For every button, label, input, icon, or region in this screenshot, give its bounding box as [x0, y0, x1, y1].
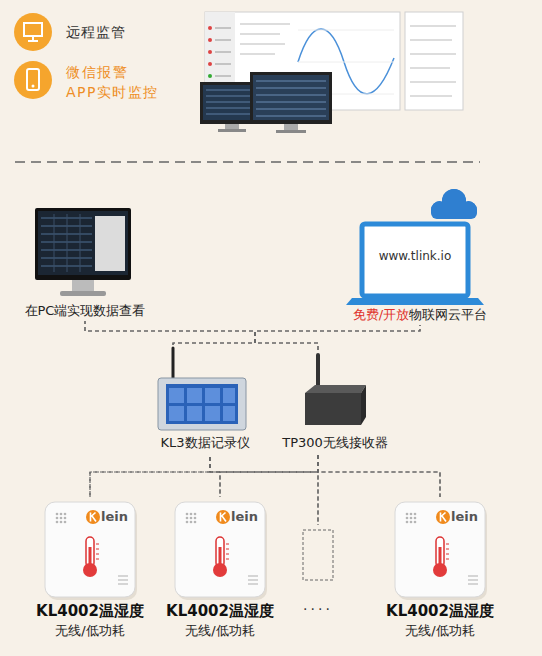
node-text: 物联网云平台	[409, 307, 487, 322]
text-row: KL4002温湿度	[155, 602, 285, 620]
device-node: KL3数据记录仪	[140, 345, 270, 457]
node-text: 无线/低功耗	[185, 623, 254, 638]
monitor-screen	[253, 75, 329, 120]
text-row: KL4002温湿度	[25, 602, 155, 620]
dashed-connector	[90, 455, 318, 497]
monitor-icon	[24, 23, 42, 36]
node-text: KL4002温湿度	[166, 602, 274, 620]
dashed-connector	[90, 457, 210, 497]
node-text: lein	[101, 509, 128, 524]
dashed-connector	[173, 325, 420, 345]
text-row: ····	[288, 601, 348, 618]
pc-monitor-frame	[35, 208, 131, 280]
device-node: ····	[288, 525, 348, 620]
software-rows	[240, 24, 290, 54]
pc-monitor-screen	[38, 211, 128, 275]
node-text: KL3数据记录仪	[160, 435, 249, 450]
dashed-connector	[210, 457, 220, 497]
device-node: leinKL4002温湿度无线/低功耗	[25, 497, 155, 647]
pc-monitor-stand	[72, 280, 94, 292]
monitor-stand	[284, 124, 298, 131]
text-row: lein	[101, 509, 151, 525]
node-text: 无线/低功耗	[405, 623, 474, 638]
phone-icon-button	[32, 85, 35, 88]
device-node: leinKL4002温湿度无线/低功耗	[155, 497, 285, 647]
dashed-connector	[210, 457, 440, 497]
antenna	[172, 348, 175, 382]
node-text: TP300无线接收器	[282, 435, 388, 450]
monitor-icon-stand	[28, 36, 38, 41]
cloud-icon	[431, 189, 477, 219]
node-text: 无线/低功耗	[55, 623, 124, 638]
text-row: 无线/低功耗	[375, 623, 505, 639]
pc-monitor-base	[60, 291, 106, 296]
device-node: www.tlink.io 免费/开放物联网云平台	[340, 188, 500, 325]
logger-screen	[166, 384, 238, 424]
text-row: 在PC端实现数据查看	[15, 303, 155, 319]
node-text: 在PC端实现数据查看	[25, 303, 146, 318]
node-text: KL4002温湿度	[386, 602, 494, 620]
dashed-connector	[85, 321, 318, 350]
dashed-connector	[220, 455, 318, 497]
sidebar-items	[208, 26, 231, 90]
cloud-icon	[430, 188, 478, 220]
icon-circle	[14, 13, 52, 51]
text-row: lein	[231, 509, 281, 525]
sensor-device	[175, 502, 267, 600]
text-row: 免费/开放物联网云平台	[340, 307, 500, 323]
node-text: 免费/开放	[353, 307, 409, 322]
icon-circle	[14, 61, 52, 99]
receiver-side	[361, 385, 366, 425]
mobile-window	[405, 12, 463, 110]
text-row: KL4002温湿度	[375, 602, 505, 620]
dashed-connector	[255, 325, 420, 350]
text-row: lein	[451, 509, 501, 525]
monitor-base	[276, 130, 306, 133]
laptop-base	[346, 298, 484, 305]
sensor-device	[395, 502, 487, 600]
device-node: TP300无线接收器	[275, 350, 395, 455]
mobile-rows	[410, 26, 456, 96]
feature-label: 微信报警 APP实时监控	[66, 62, 161, 102]
phone-icon	[27, 69, 39, 90]
screen-columns	[54, 214, 80, 272]
feature-label: 远程监管	[66, 22, 186, 42]
dashed-connector	[210, 457, 318, 525]
separator-line	[15, 161, 480, 163]
dashed-connector	[318, 455, 440, 497]
node-text: KL4002温湿度	[36, 602, 144, 620]
monitor-frame	[250, 72, 332, 124]
node-text: www.tlink.io	[379, 249, 452, 263]
laptop-screen	[362, 224, 468, 296]
monitor-base	[218, 129, 246, 132]
device-node: leinKL4002温湿度无线/低功耗	[375, 497, 505, 647]
text-row: www.tlink.io	[360, 249, 470, 263]
device-node: 在PC端实现数据查看	[15, 204, 155, 321]
logger-screen-cells	[169, 388, 235, 421]
dashed-connector	[85, 321, 255, 345]
text-row: KL3数据记录仪	[140, 435, 270, 451]
node-text: lein	[451, 509, 478, 524]
screen-rows	[256, 81, 326, 116]
sensor-device	[45, 502, 137, 600]
text-row: 无线/低功耗	[25, 623, 155, 639]
placeholder-box	[303, 530, 333, 580]
receiver-top	[305, 385, 366, 393]
screen-panel	[95, 216, 125, 271]
text-row: 无线/低功耗	[155, 623, 285, 639]
node-text: lein	[231, 509, 258, 524]
logger-body	[158, 378, 246, 430]
receiver-body	[305, 393, 361, 425]
text-row: TP300无线接收器	[275, 435, 395, 451]
node-text: ····	[303, 601, 333, 617]
